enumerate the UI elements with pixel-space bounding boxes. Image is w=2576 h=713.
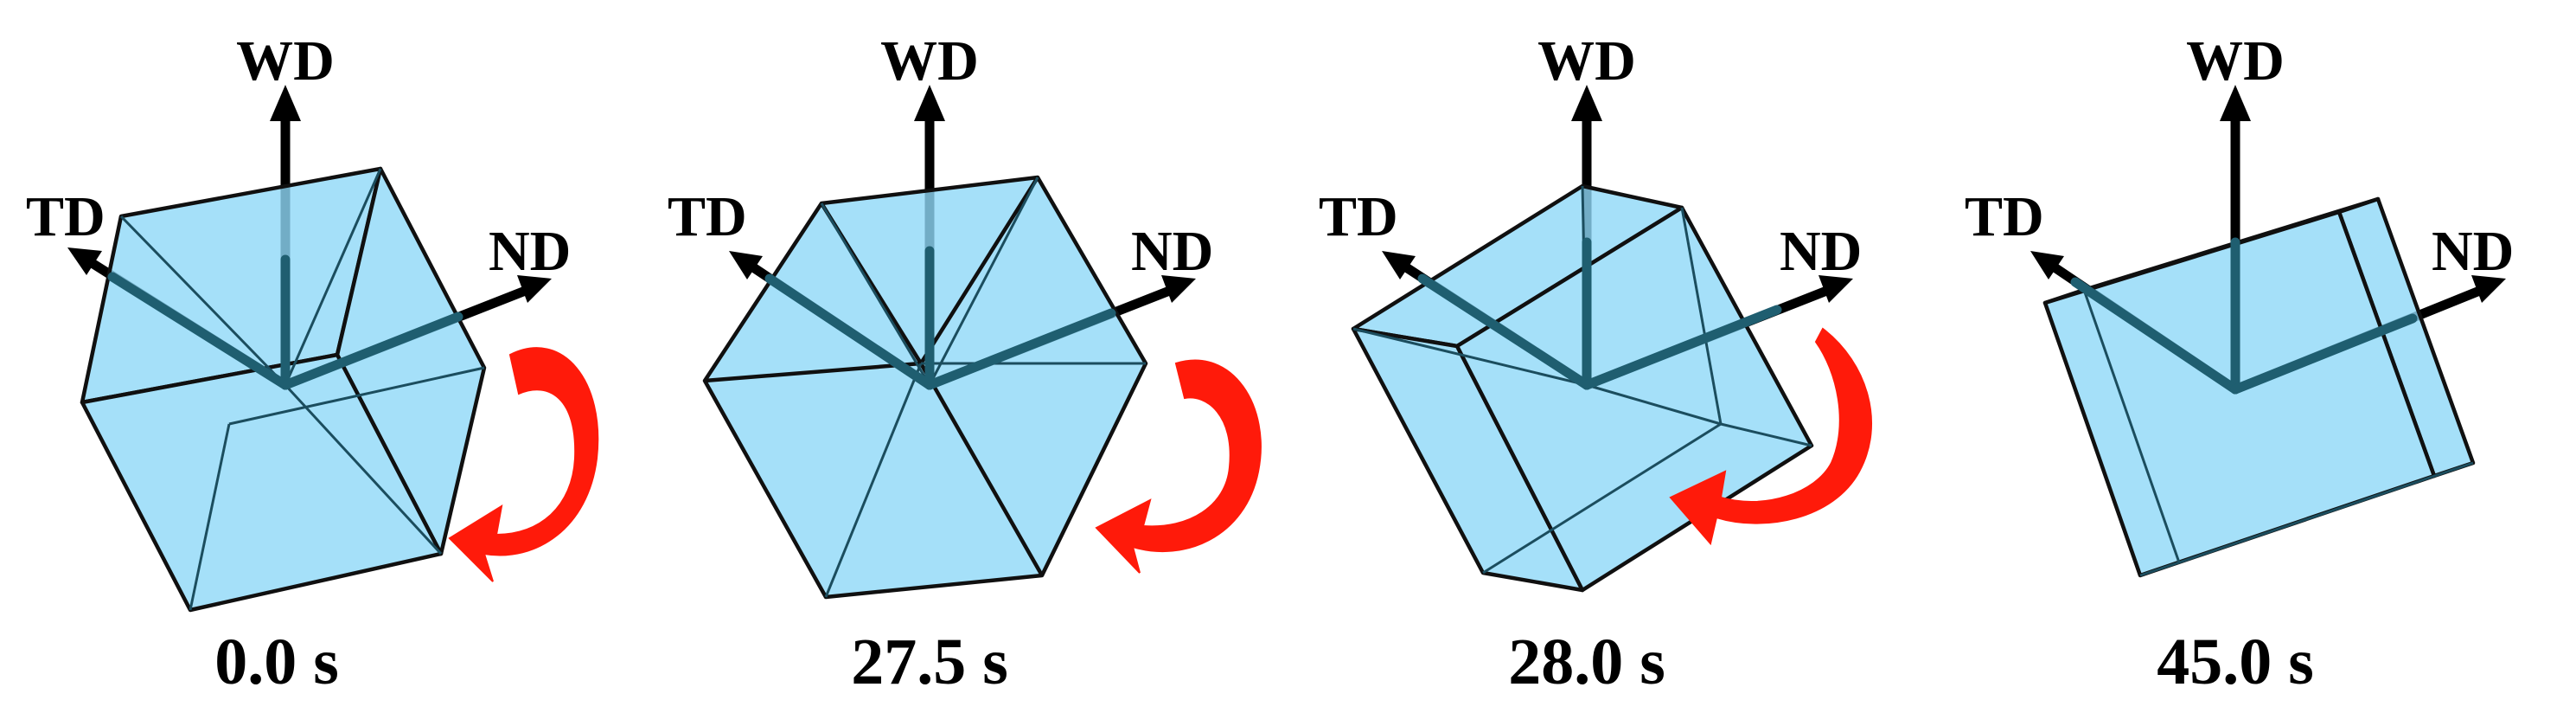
rotation-arrow	[1669, 327, 1872, 546]
td-arrowhead	[67, 247, 102, 275]
nd-label: ND	[2432, 220, 2514, 283]
nd-axis-inner	[1582, 305, 1782, 390]
hidden-edge	[824, 363, 923, 598]
td-axis-inner	[2070, 277, 2240, 395]
wd-label: WD	[2186, 29, 2285, 93]
wd-label: WD	[880, 29, 979, 93]
rotation-arrow	[448, 347, 599, 582]
td-arrowhead	[1382, 251, 1416, 279]
nd-label: ND	[1131, 220, 1213, 283]
td-label: TD	[1965, 185, 2044, 248]
hidden-edge	[1680, 207, 1723, 425]
time-label: 45.0 s	[2157, 626, 2314, 698]
td-axis-inner	[1417, 273, 1592, 390]
nd-arrowhead	[1161, 275, 1196, 303]
wd-arrowhead	[2220, 85, 2251, 121]
hidden-edge	[1482, 422, 1722, 575]
wd-arrowhead	[270, 85, 301, 121]
panel-2: WD TD ND 27.5 s	[668, 29, 1262, 698]
td-arrowhead	[729, 251, 763, 279]
wd-label: WD	[1537, 29, 1636, 93]
td-axis-inner	[764, 273, 935, 390]
nd-axis-inner	[924, 308, 1116, 390]
panel-3: WD TD ND 28.0 s	[1319, 29, 1872, 698]
time-label: 28.0 s	[1508, 626, 1665, 698]
time-label: 27.5 s	[851, 626, 1008, 698]
nd-axis-inner	[280, 312, 463, 390]
td-axis-inner	[107, 272, 291, 390]
nd-arrowhead	[2471, 275, 2506, 303]
nd-label: ND	[1780, 220, 1862, 283]
hidden-edge	[2139, 561, 2180, 577]
td-arrowhead	[2030, 251, 2064, 279]
td-label: TD	[26, 185, 105, 248]
nd-arrowhead	[1819, 275, 1853, 303]
time-label: 0.0 s	[214, 626, 339, 698]
wd-label: WD	[236, 29, 335, 93]
wd-arrowhead	[914, 85, 945, 121]
hidden-edge	[284, 383, 443, 556]
hidden-edge	[189, 423, 231, 611]
td-label: TD	[668, 185, 747, 248]
rotation-arrow	[1095, 359, 1262, 574]
panel-4: WD TD ND 45.0 s	[1965, 29, 2514, 698]
td-label: TD	[1319, 185, 1398, 248]
wd-arrowhead	[1571, 85, 1602, 121]
panel-1: WD TD ND 0.0 s	[26, 29, 599, 698]
nd-axis-inner	[2230, 313, 2418, 395]
nd-label: ND	[489, 220, 571, 283]
nd-arrowhead	[517, 275, 552, 303]
hidden-edge	[228, 366, 485, 426]
